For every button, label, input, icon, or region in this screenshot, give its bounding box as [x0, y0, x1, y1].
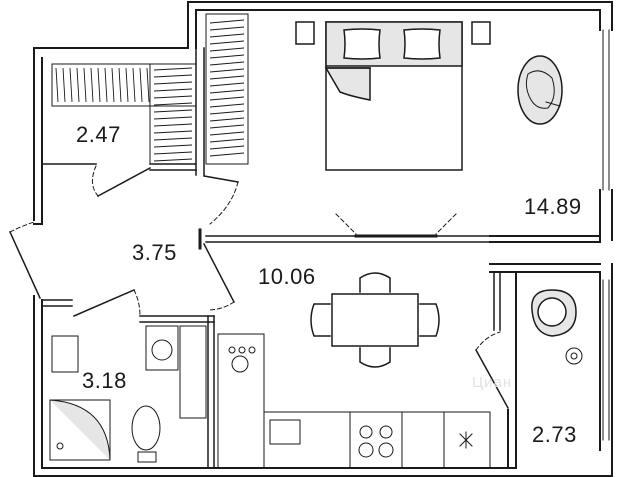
- chair-icon: [310, 272, 440, 368]
- wardrobe-hangers: [55, 19, 245, 162]
- room-area-bedroom: 14.89: [524, 194, 582, 219]
- room-area-bathroom: 3.18: [82, 368, 127, 393]
- washing-machine-icon: [145, 325, 207, 419]
- wardrobe-icon: [51, 13, 249, 165]
- watermark: Циан: [472, 374, 513, 391]
- dining-table-icon: [331, 293, 419, 347]
- internal-walls: [41, 47, 601, 469]
- pillow-icon: [343, 28, 441, 60]
- stove-icon: [358, 425, 394, 458]
- rug-icon: [517, 55, 563, 125]
- armchair-icon: [531, 289, 583, 365]
- room-area-wardrobe: 2.47: [76, 122, 121, 147]
- room-area-hallway: 3.75: [132, 240, 177, 265]
- kitchen-counter: [217, 333, 491, 469]
- outer-walls: [33, 1, 613, 477]
- sink-icon: [51, 335, 301, 445]
- toilet-icon: [131, 405, 161, 463]
- room-area-balcony: 2.73: [532, 422, 577, 447]
- fridge-icon: [228, 346, 256, 373]
- doors: [9, 165, 510, 410]
- room-area-kitchen-living: 10.06: [258, 264, 316, 289]
- plant-icon: [459, 431, 473, 449]
- shower-icon: [49, 399, 111, 461]
- bed-icon: [295, 21, 491, 171]
